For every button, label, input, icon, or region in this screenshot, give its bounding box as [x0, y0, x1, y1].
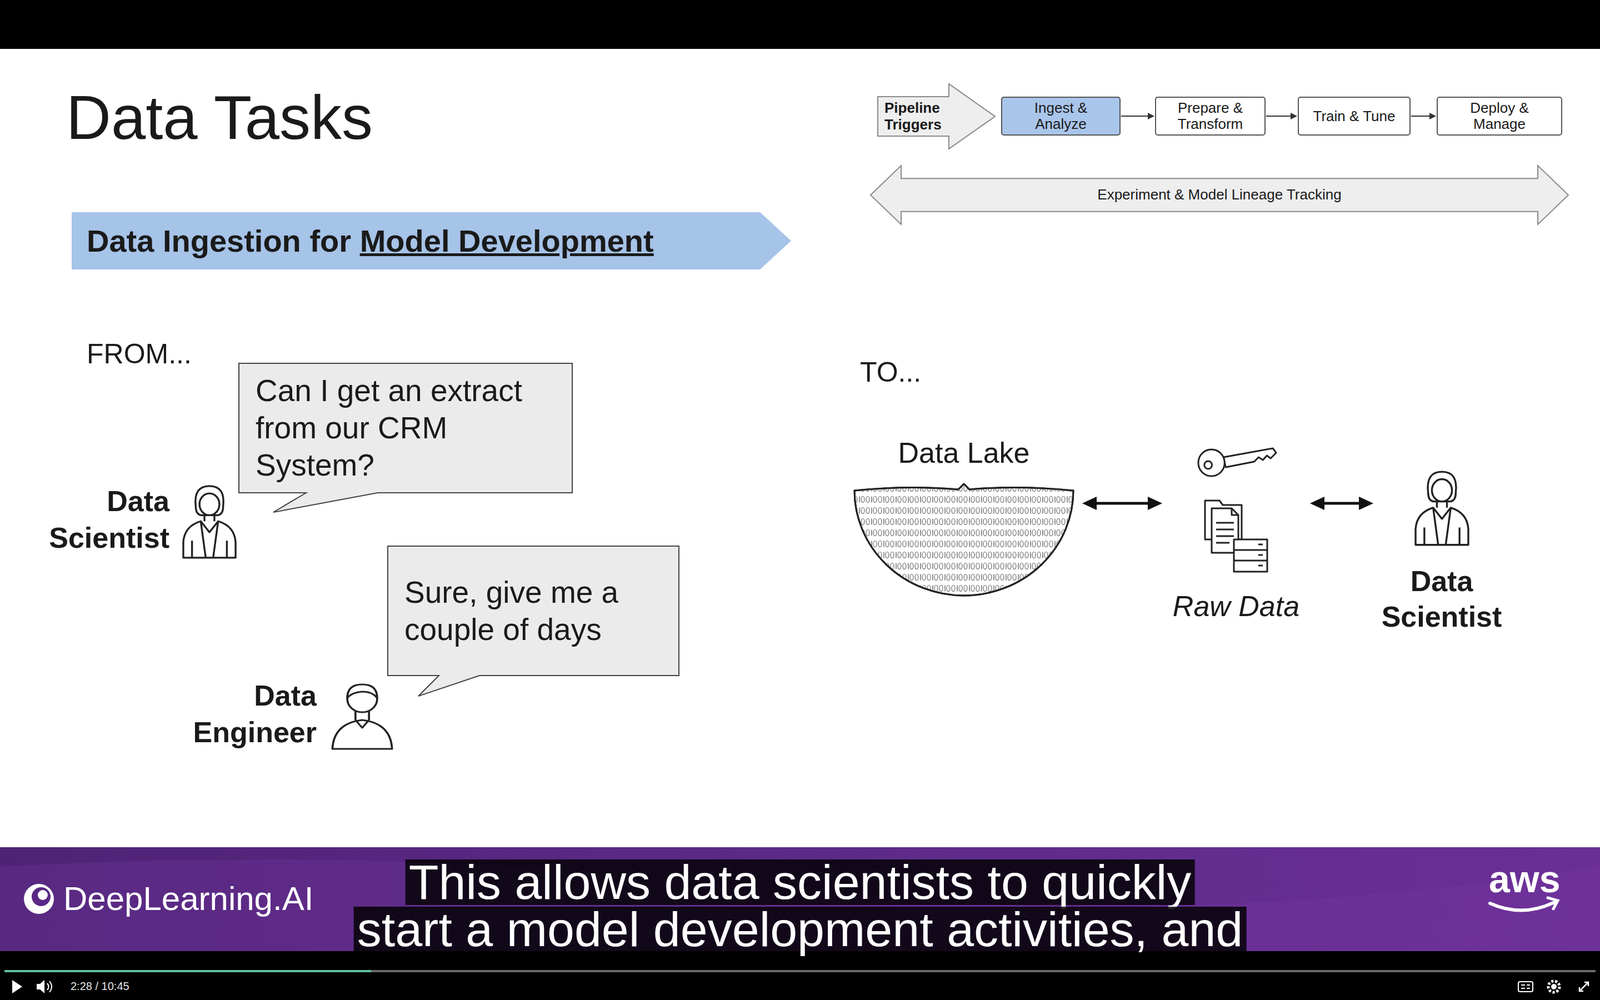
- brand-logo-text: DeepLearning.AI: [63, 882, 314, 916]
- settings-icon: [1548, 981, 1560, 993]
- person-icon-part: [183, 521, 236, 558]
- speech-bubble-outline: [387, 546, 679, 697]
- brand-logo-icon: [23, 883, 54, 914]
- player-bar: [0, 951, 1600, 1000]
- access-key-icon: [1195, 441, 1278, 481]
- captions-icon: [1521, 985, 1530, 989]
- data-lake-bowl-part: [854, 483, 1074, 596]
- slide-title: Data Tasks: [66, 86, 373, 149]
- person-icon-part: [355, 720, 369, 728]
- fullscreen-icon: [1579, 982, 1589, 992]
- person-icon: [1410, 465, 1474, 547]
- person-icon-part: [195, 486, 224, 515]
- node-text: Data Scientist: [44, 482, 170, 557]
- video-time: 2:28 / 10:45: [70, 980, 130, 992]
- person-icon-part: [347, 684, 378, 698]
- flow-arrow: [1266, 115, 1291, 117]
- node-text: Data Lake: [897, 436, 1030, 470]
- pipeline-stage-box: Ingest & Analyze: [1001, 96, 1121, 136]
- lineage-band-outline: [870, 165, 1569, 225]
- raw-data-store: Raw Data: [1166, 441, 1306, 625]
- progress-track: [4, 970, 1596, 973]
- person-icon: [328, 677, 397, 750]
- slide-ground: [0, 48, 1600, 848]
- data-lake-bowl: [852, 482, 1075, 597]
- brand-logo-text: aws: [1488, 860, 1561, 898]
- speech-bubble-outline: [238, 363, 573, 513]
- person-icon-part: [199, 493, 220, 515]
- node-text: Model Development: [360, 222, 654, 260]
- section-banner-outline: [71, 212, 792, 270]
- raw-files-icon: [1202, 495, 1270, 573]
- node-text: Prepare & Transform: [1163, 100, 1257, 132]
- node-text: Data Scientist: [1377, 563, 1506, 635]
- node-text: Data Ingestion for: [86, 222, 352, 260]
- aws-smile: [1490, 902, 1555, 911]
- play-icon: [12, 980, 23, 994]
- settings-icon: [1551, 983, 1557, 990]
- lineage-band: Experiment & Model Lineage Tracking: [870, 165, 1569, 225]
- person-icon-part: [1427, 471, 1457, 502]
- brand-logo-icon: [37, 890, 48, 900]
- access-key-icon-part: [1223, 448, 1277, 468]
- node-text: Data Engineer: [183, 677, 317, 751]
- person-icon-part: [192, 521, 228, 558]
- speech-bubble-outline: [387, 546, 679, 676]
- volume-icon: [36, 980, 45, 994]
- pipeline-trigger-arrow-outline: [877, 83, 995, 149]
- pipeline-stage-box: Train & Tune: [1297, 96, 1411, 136]
- node-text: Raw Data: [1172, 589, 1300, 623]
- node-text: Sure, give me a couple of days: [404, 573, 663, 649]
- double-arrow: [1324, 502, 1359, 505]
- node-text: Train & Tune: [1313, 108, 1396, 125]
- raw-files-icon-part: [1216, 508, 1239, 543]
- pipeline-trigger-arrow: Pipeline Triggers: [877, 83, 995, 149]
- person-icon-part: [332, 720, 392, 749]
- pipeline-stage-box: Deploy & Manage: [1436, 96, 1563, 136]
- subtitle-line: start a model development activities, an…: [353, 906, 1247, 953]
- node-text: Pipeline Triggers: [884, 100, 951, 133]
- section-label: TO...: [860, 358, 922, 387]
- person-icon-part: [1431, 479, 1452, 502]
- subtitle-line: This allows data scientists to quickly: [405, 859, 1195, 905]
- pipeline-stage-box: Prepare & Transform: [1155, 96, 1266, 136]
- person-figure: Data Scientist: [44, 477, 245, 562]
- node-text: Experiment & Model Lineage Tracking: [1097, 186, 1342, 204]
- raw-files-icon-part: [1258, 544, 1263, 566]
- access-key-icon-part: [1198, 449, 1225, 477]
- progress-played: [4, 970, 372, 973]
- aws-smile: [1547, 897, 1558, 909]
- node-text: Deploy & Manage: [1445, 100, 1554, 132]
- section-label: FROM...: [86, 340, 192, 368]
- speech-bubble: Can I get an extract from our CRM System…: [238, 363, 573, 493]
- person-icon-part: [1423, 507, 1459, 545]
- person-icon: [178, 480, 241, 559]
- person-figure: Data Scientist: [1377, 465, 1506, 635]
- person-icon-part: [1415, 507, 1469, 545]
- person-figure: Data Engineer: [183, 675, 406, 753]
- data-lake-bowl-part: [854, 483, 1074, 596]
- flow-arrow: [1121, 115, 1148, 117]
- section-banner: Data Ingestion forModel Development: [71, 212, 792, 270]
- brand-logo-icon: [31, 887, 51, 907]
- double-arrow: [1096, 502, 1148, 505]
- raw-files-icon-part: [1233, 539, 1268, 572]
- node-text: Can I get an extract from our CRM System…: [255, 372, 556, 484]
- letterbox-bar: [0, 0, 1600, 49]
- speech-bubble: Sure, give me a couple of days: [387, 546, 679, 676]
- volume-icon: [47, 981, 52, 993]
- flow-arrow: [1411, 115, 1430, 117]
- node-text: Ingest & Analyze: [1010, 100, 1112, 132]
- data-lake: Data Lake: [850, 436, 1078, 598]
- access-key-icon-part: [1204, 461, 1213, 469]
- captions-icon: [1518, 981, 1533, 992]
